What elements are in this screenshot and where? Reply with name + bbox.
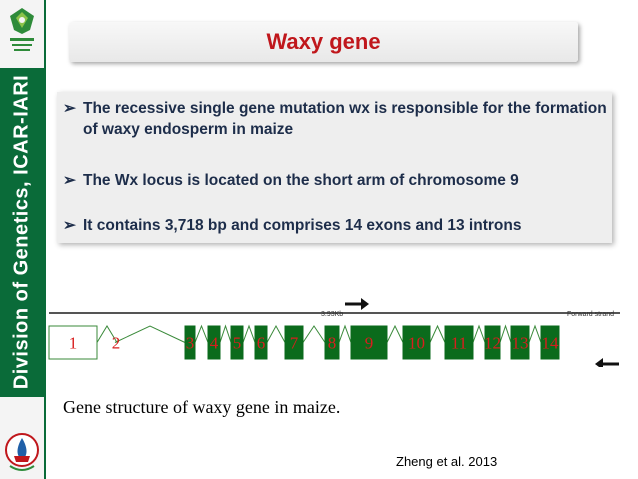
intron-line (96, 325, 118, 343)
arrow-bullet-icon: ➢ (63, 172, 76, 189)
scale-label: 3.93Kb (321, 311, 343, 318)
exon-number: 14 (542, 334, 560, 353)
intron-line (242, 324, 256, 343)
sidebar-band (0, 68, 45, 397)
sidebar: Division of Genetics, ICAR-IARI (0, 0, 46, 479)
exon-box (484, 325, 501, 360)
intron-line (429, 324, 446, 343)
exon-number: 5 (233, 334, 242, 353)
exon-box (324, 325, 340, 360)
intron-line (114, 325, 186, 343)
bullet-box: ➢ The recessive single gene mutation wx … (57, 92, 612, 243)
exon-box (350, 325, 388, 360)
strand-label: Forward strand (567, 311, 614, 318)
exon-number: 4 (210, 334, 219, 353)
intron-line (472, 324, 486, 343)
exon-box (207, 325, 221, 360)
exon-number: 9 (365, 334, 374, 353)
bullet-item: ➢ The Wx locus is located on the short a… (63, 170, 519, 191)
division-label: Division of Genetics, ICAR-IARI (10, 74, 33, 390)
bullet-item: ➢ The recessive single gene mutation wx … (63, 98, 612, 140)
exon-number: 10 (408, 334, 425, 353)
arrow-bullet-icon: ➢ (63, 100, 76, 117)
title-box: Waxy gene (69, 22, 578, 62)
exon-number: 8 (328, 334, 337, 353)
icar-logo-icon (10, 8, 34, 51)
bullet-text: It contains 3,718 bp and comprises 14 ex… (83, 217, 522, 234)
slide-title: Waxy gene (266, 29, 381, 54)
forward-arrow-icon (345, 298, 369, 310)
figure-caption: Gene structure of waxy gene in maize. (63, 397, 341, 417)
intron-line (499, 324, 512, 343)
sidebar-divider (44, 0, 46, 479)
exon-number: 1 (69, 334, 78, 353)
intron-line (386, 324, 404, 343)
intron-line (219, 324, 232, 343)
bullet-text: The recessive single gene mutation wx is… (83, 100, 607, 138)
exon-number: 13 (512, 334, 529, 353)
arrow-bullet-icon: ➢ (63, 217, 76, 234)
exon-number: 7 (290, 334, 299, 353)
exon-box (402, 325, 431, 360)
intron-line (338, 324, 352, 343)
bullet-text: The Wx locus is located on the short arm… (83, 172, 519, 189)
intron-line (266, 324, 286, 343)
exon-box (184, 325, 196, 360)
intron-line (194, 324, 209, 343)
intron-line (528, 324, 542, 343)
exon-box (230, 325, 244, 360)
exon-number: 12 (484, 334, 501, 353)
exon-number: 6 (257, 334, 266, 353)
intron-line (302, 325, 326, 343)
exon-box (444, 325, 474, 360)
exon-number: 11 (451, 334, 467, 353)
citation: Zheng et al. 2013 (396, 454, 498, 469)
exon-box (510, 325, 530, 360)
reverse-arrow-icon (595, 358, 619, 367)
exon-box (284, 325, 304, 360)
exon-box (254, 325, 268, 360)
exon-number: 2 (112, 334, 121, 353)
exon-number: 3 (186, 334, 195, 353)
bullet-item: ➢ It contains 3,718 bp and comprises 14 … (63, 215, 521, 236)
exon-box (540, 325, 560, 360)
exon-box (48, 325, 98, 360)
iari-emblem-icon (5, 433, 39, 471)
